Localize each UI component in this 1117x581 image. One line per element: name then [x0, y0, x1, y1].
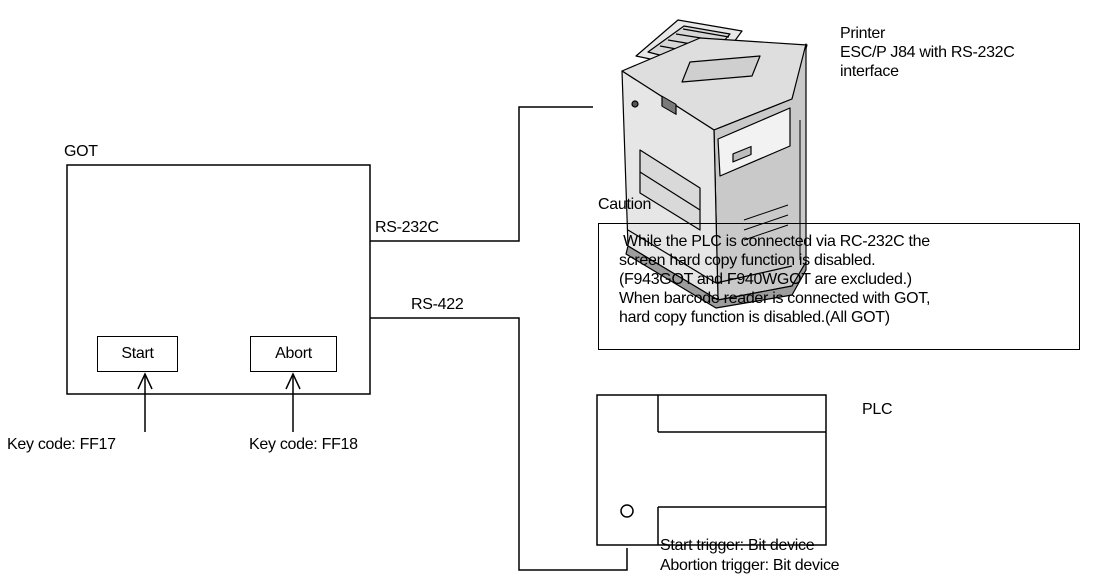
abort-button[interactable]: Abort — [250, 336, 337, 372]
abort-trigger-label: Abortion trigger: Bit device — [660, 557, 840, 574]
caution-line: When barcode reader is connected with GO… — [619, 290, 931, 307]
caution-line: screen hard copy function is disabled. — [619, 252, 876, 269]
caution-line: (F943GOT and F940WGOT are excluded.) — [619, 271, 912, 288]
rs422-label: RS-422 — [411, 296, 464, 313]
printer-image — [621, 19, 808, 309]
printer-model: ESC/P J84 with RS-232C — [840, 44, 1015, 61]
caution-title: Caution — [598, 196, 652, 213]
plc-title: PLC — [862, 401, 893, 418]
start-trigger-label: Start trigger: Bit device — [660, 537, 815, 554]
got-unit — [66, 164, 371, 395]
plc-trigger-indicator — [620, 504, 634, 518]
caution-line: hard copy function is disabled.(All GOT) — [619, 309, 890, 326]
plc-unit — [596, 394, 827, 546]
start-keycode-label: Key code: FF17 — [7, 436, 116, 453]
got-title: GOT — [64, 143, 98, 160]
rs232c-label: RS-232C — [375, 219, 439, 236]
caution-box: While the PLC is connected via RC-232C t… — [598, 223, 1080, 350]
rs422-cable — [370, 317, 628, 571]
abort-arrowhead — [285, 372, 301, 390]
rs232c-cable — [370, 106, 593, 242]
printer-title: Printer — [840, 25, 886, 42]
printer-interface: interface — [840, 63, 899, 80]
caution-line: While the PLC is connected via RC-232C t… — [619, 233, 930, 250]
abort-keycode-label: Key code: FF18 — [249, 436, 358, 453]
start-button[interactable]: Start — [97, 336, 178, 372]
start-arrowhead — [137, 372, 153, 390]
